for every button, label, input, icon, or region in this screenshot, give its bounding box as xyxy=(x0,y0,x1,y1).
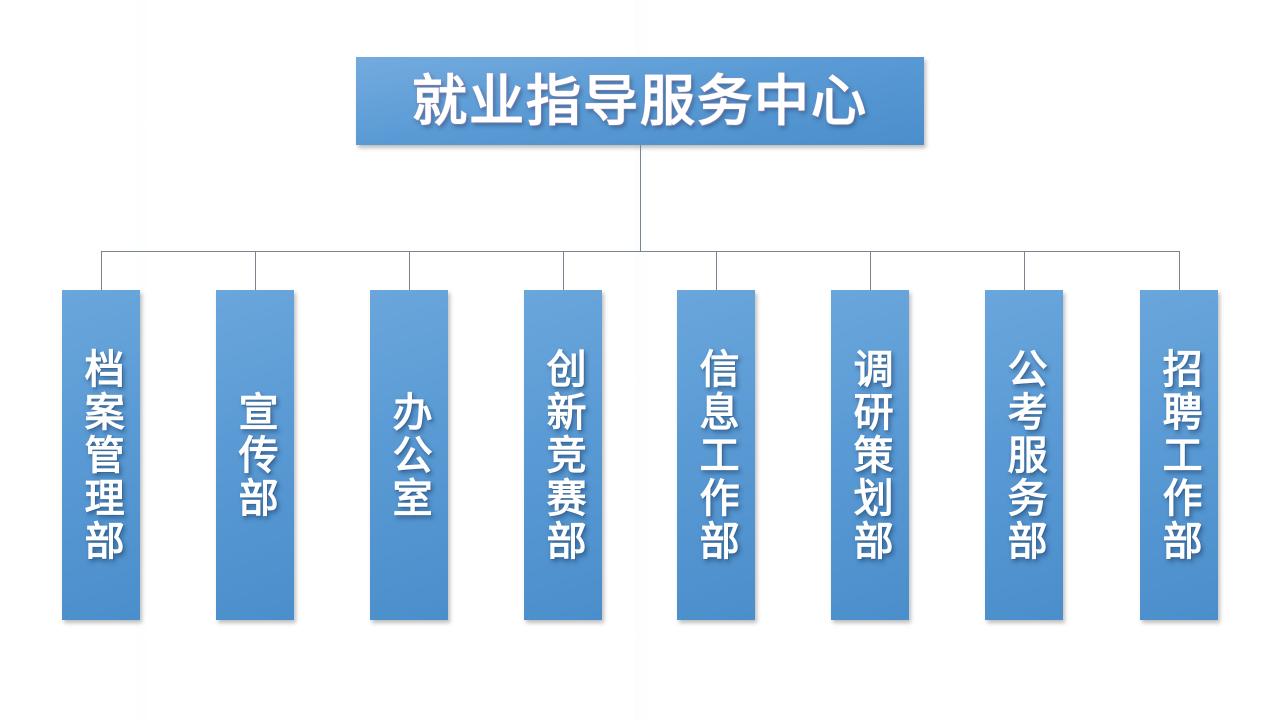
org-node-child-8-label: 招聘工作部 xyxy=(1156,347,1202,563)
connector-drop-8 xyxy=(1179,251,1180,290)
org-node-child-6[interactable]: 调研策划部 xyxy=(831,290,909,620)
org-node-root-label: 就业指导服务中心 xyxy=(411,70,868,132)
org-node-child-2[interactable]: 宣传部 xyxy=(216,290,294,620)
connector-drop-3 xyxy=(409,251,410,290)
connector-horizontal-bus xyxy=(101,251,1179,252)
connector-drop-7 xyxy=(1024,251,1025,290)
connector-drop-5 xyxy=(716,251,717,290)
connector-drop-1 xyxy=(101,251,102,290)
org-node-child-1-label: 档案管理部 xyxy=(78,347,124,563)
org-node-child-5-label: 信息工作部 xyxy=(693,347,739,563)
connector-drop-4 xyxy=(563,251,564,290)
connector-drop-6 xyxy=(870,251,871,290)
org-node-child-2-label: 宣传部 xyxy=(232,390,278,520)
org-node-child-3[interactable]: 办公室 xyxy=(370,290,448,620)
org-node-child-7-label: 公考服务部 xyxy=(1001,347,1047,563)
org-node-child-1[interactable]: 档案管理部 xyxy=(62,290,140,620)
org-node-root[interactable]: 就业指导服务中心 xyxy=(356,57,924,145)
connector-drop-2 xyxy=(255,251,256,290)
org-node-child-3-label: 办公室 xyxy=(386,390,432,520)
org-node-child-7[interactable]: 公考服务部 xyxy=(985,290,1063,620)
org-node-child-4[interactable]: 创新竞赛部 xyxy=(524,290,602,620)
org-node-child-5[interactable]: 信息工作部 xyxy=(677,290,755,620)
org-node-child-8[interactable]: 招聘工作部 xyxy=(1140,290,1218,620)
connector-root-stem xyxy=(640,145,641,251)
org-node-child-4-label: 创新竞赛部 xyxy=(540,347,586,563)
org-node-child-6-label: 调研策划部 xyxy=(847,347,893,563)
